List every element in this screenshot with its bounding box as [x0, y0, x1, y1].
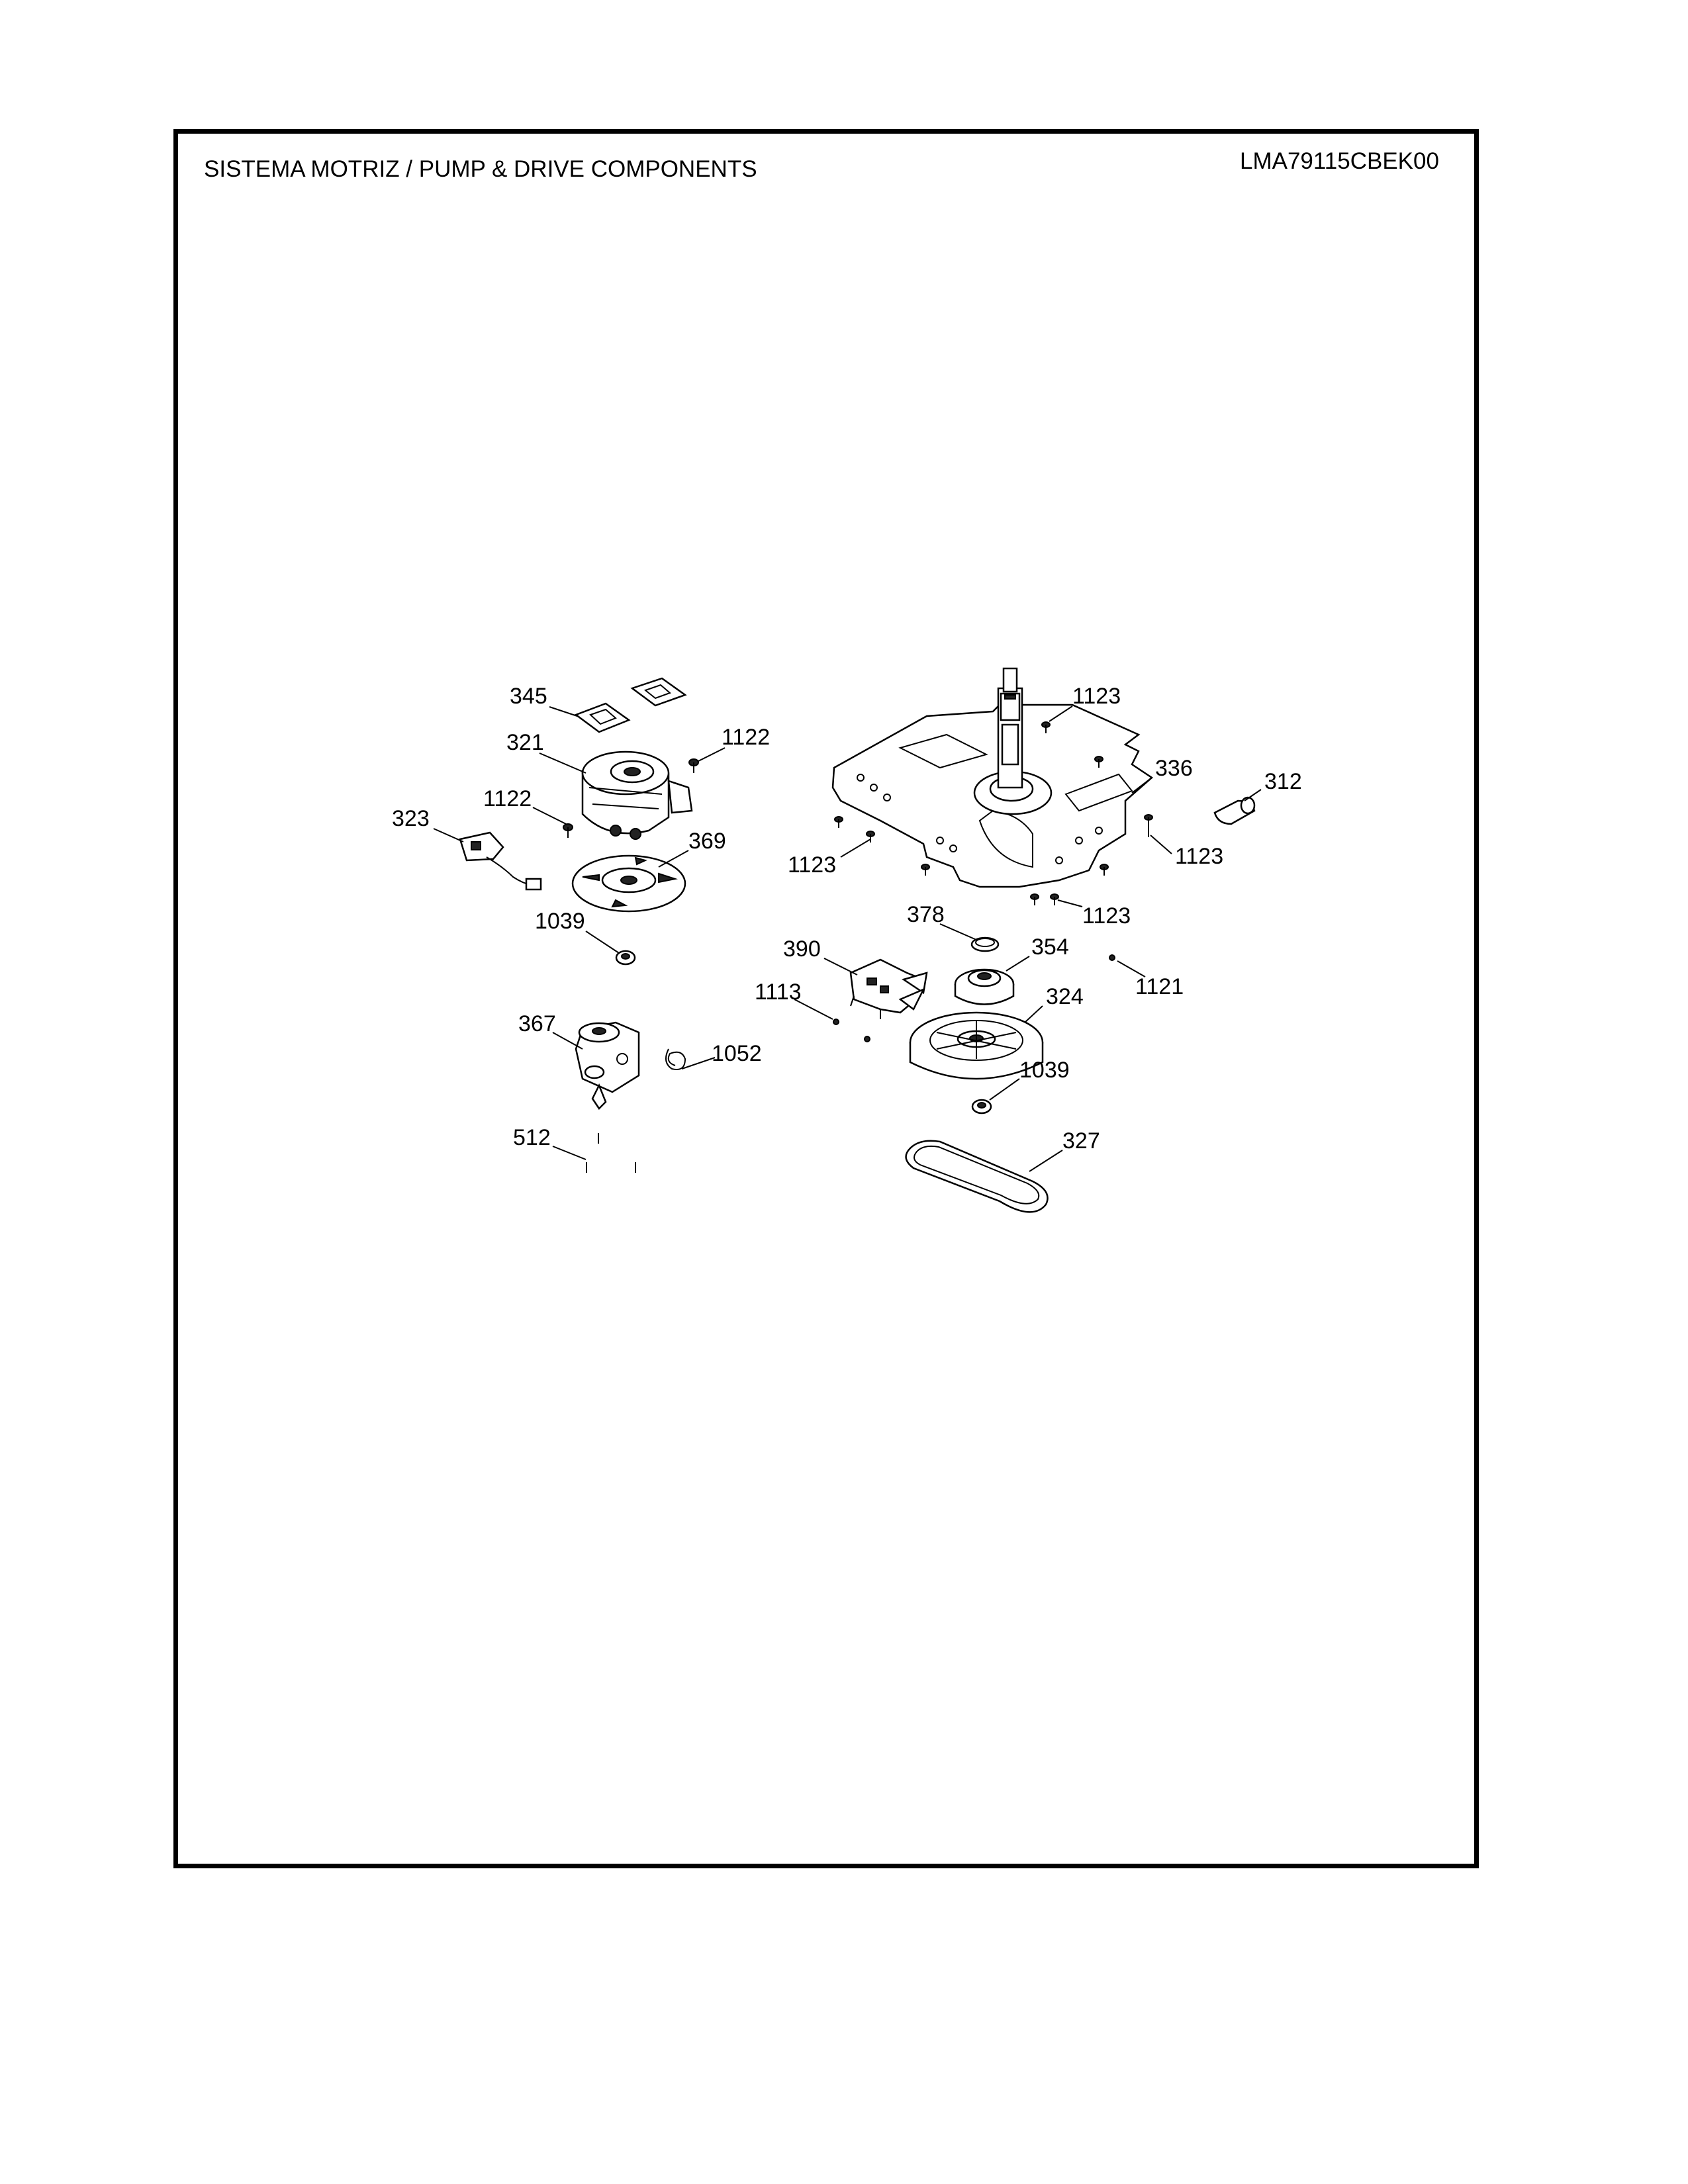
part-321-motor	[581, 751, 693, 840]
part-1123-screw	[834, 721, 1153, 905]
callout-1121: 1121	[1135, 974, 1184, 999]
callout-1123: 1123	[1072, 684, 1121, 709]
leader-lines	[433, 705, 1262, 1172]
part-transmission-shaft	[973, 667, 1053, 815]
part-1122-screw	[563, 758, 699, 838]
callout-378: 378	[907, 902, 945, 927]
part-1039-bushing-2	[971, 1099, 992, 1115]
callout-390: 390	[783, 936, 821, 962]
callout-1122: 1122	[483, 786, 532, 811]
callout-345: 345	[510, 684, 547, 709]
part-369-fan	[571, 854, 686, 913]
callout-336: 336	[1155, 756, 1193, 781]
part-1113-screw	[833, 1019, 870, 1042]
callout-1052: 1052	[712, 1041, 762, 1066]
callout-1122: 1122	[722, 725, 770, 750]
part-345-gasket	[574, 677, 687, 733]
part-354-gear	[954, 968, 1015, 1005]
callout-1123: 1123	[1175, 844, 1223, 869]
part-324-pulley	[909, 1011, 1044, 1080]
callout-369: 369	[688, 829, 726, 854]
part-1039-bushing	[615, 950, 636, 966]
part-378-ring	[970, 936, 1000, 952]
callout-1113: 1113	[755, 979, 802, 1005]
part-1121-pin	[1109, 954, 1115, 961]
callout-312: 312	[1264, 769, 1302, 794]
part-323-harness	[459, 831, 542, 891]
callout-512: 512	[513, 1125, 551, 1150]
part-1052-clamp	[665, 1048, 686, 1070]
callout-354: 354	[1031, 934, 1069, 960]
callout-1123: 1123	[788, 852, 836, 878]
callout-367: 367	[518, 1011, 556, 1036]
model-number: LMA79115CBEK00	[1240, 148, 1439, 174]
callout-323: 323	[392, 806, 430, 831]
part-367-pump	[575, 1021, 640, 1110]
diagram-frame	[173, 129, 1479, 1868]
callout-1039: 1039	[535, 909, 585, 934]
part-390-actuator	[849, 958, 928, 1019]
callout-324: 324	[1046, 984, 1084, 1009]
callout-1039: 1039	[1019, 1058, 1070, 1083]
callout-321: 321	[506, 730, 544, 755]
page-title: SISTEMA MOTRIZ / PUMP & DRIVE COMPONENTS	[204, 156, 757, 182]
part-512-screw	[586, 1133, 636, 1173]
callout-327: 327	[1062, 1128, 1100, 1154]
part-327-belt	[905, 1140, 1049, 1213]
part-312-capacitor	[1213, 796, 1256, 825]
callout-1123: 1123	[1082, 903, 1131, 929]
